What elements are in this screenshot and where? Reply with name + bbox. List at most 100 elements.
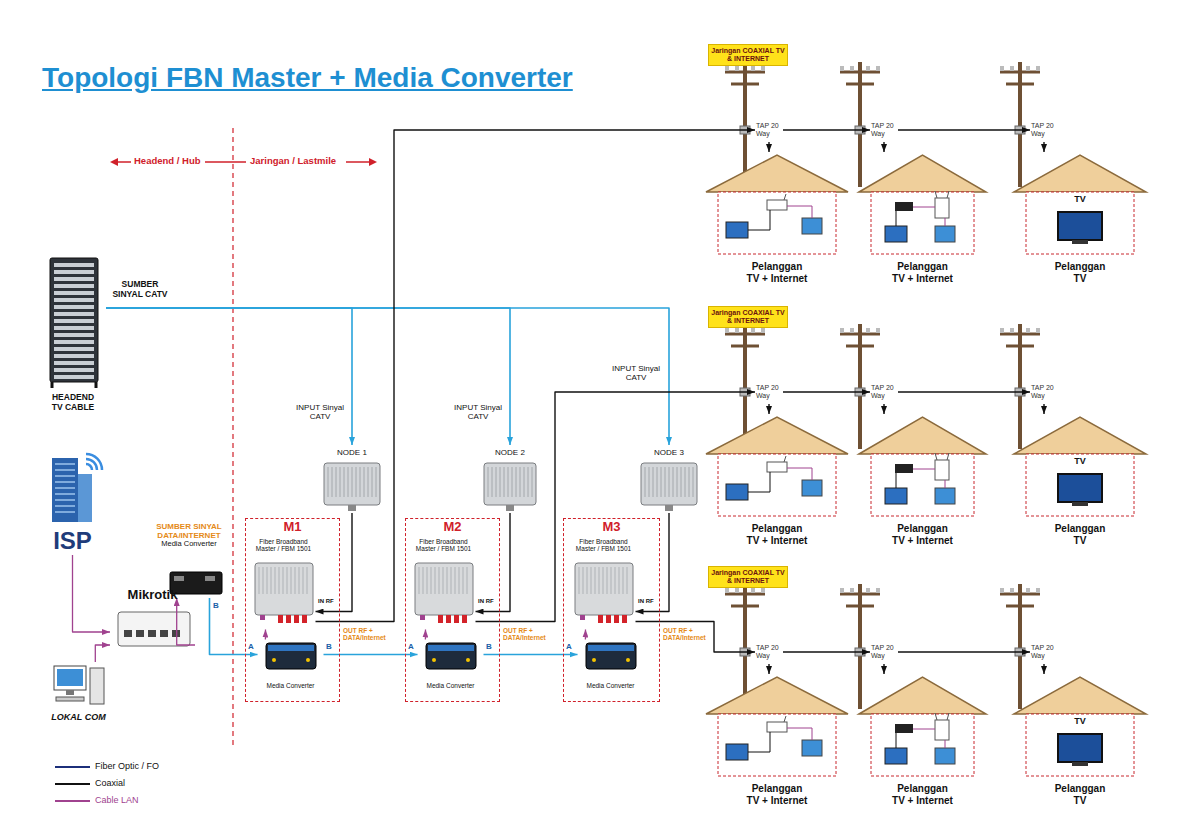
utility-pole <box>1026 328 1030 333</box>
fbm-device <box>462 615 467 623</box>
media-converter-device <box>586 643 636 669</box>
router-device <box>118 612 190 646</box>
house-drawing <box>945 740 946 748</box>
house-drawing <box>1072 762 1088 766</box>
utility-pole <box>731 83 759 86</box>
media-converter-device <box>272 658 276 662</box>
house-drawing <box>935 198 949 218</box>
utility-pole <box>846 345 874 348</box>
fbm-device <box>447 567 448 594</box>
media-converter-device <box>432 658 436 662</box>
node-text: NODE 1 <box>337 445 367 457</box>
node-device <box>484 463 536 511</box>
headend-rack <box>54 305 94 309</box>
isp-building <box>55 475 75 477</box>
node-device <box>340 467 341 497</box>
edge-label: OUT RF + DATA/Internet <box>503 627 549 642</box>
node-text: HEADEND TV CABLE <box>48 393 98 413</box>
isp-building <box>55 493 75 495</box>
customer-house: Pelanggan TV + Internet <box>865 674 980 806</box>
node-device <box>661 467 662 497</box>
media-converter-device <box>170 572 222 594</box>
isp-building: ISP <box>45 450 100 555</box>
customer-house: Pelanggan TV + Internet <box>865 414 980 546</box>
fbm-device <box>279 567 280 594</box>
utility-pole <box>1010 66 1014 71</box>
house-drawing <box>726 744 748 760</box>
edge-label: OUT RF + DATA/Internet <box>343 627 389 642</box>
headend-rack <box>54 326 94 330</box>
house-drawing <box>748 472 770 492</box>
house-drawing <box>947 453 949 460</box>
diagram-title: Topologi FBN Master + Media Converter <box>42 62 573 94</box>
house-drawing <box>859 155 986 192</box>
edge-label: IN RF <box>318 598 334 605</box>
node-device <box>641 463 697 505</box>
house-drawing <box>802 480 822 496</box>
node-device <box>372 467 373 497</box>
node-device <box>689 467 690 497</box>
boundary-line <box>110 158 118 166</box>
isp-building <box>78 474 92 522</box>
coaxial-cable <box>783 129 870 130</box>
isp-building <box>55 505 75 507</box>
utility-pole <box>1000 66 1004 71</box>
node-device <box>504 467 505 497</box>
fbm-device <box>591 567 592 594</box>
tap-splitter: TAP 20 Way <box>755 380 783 404</box>
node-text: Jaringan COAXIAL TV & INTERNET <box>709 569 787 585</box>
fbm-device <box>587 567 588 594</box>
node-device <box>364 467 365 497</box>
utility-pole <box>840 328 844 333</box>
fbm-device <box>603 567 604 594</box>
network-tag: Jaringan COAXIAL TV & INTERNET <box>708 44 788 66</box>
fbm-device <box>275 567 276 594</box>
coaxial-cable <box>883 142 884 152</box>
utility-pole <box>850 328 854 333</box>
coaxial-cable <box>636 622 756 653</box>
router-device <box>172 630 180 637</box>
node-device <box>496 467 497 497</box>
node-text: TAP 20 Way <box>756 384 783 400</box>
media-converter: Media Converter <box>578 640 644 690</box>
isp-building <box>86 464 92 470</box>
boundary-line <box>205 161 246 163</box>
utility-pole <box>840 333 880 336</box>
fbm-device <box>435 567 436 594</box>
utility-pole <box>751 66 755 71</box>
house-drawing <box>706 677 848 776</box>
node-text: TAP 20 Way <box>1031 122 1058 138</box>
headend-rack <box>50 258 98 388</box>
house-drawing <box>896 211 897 226</box>
node-text: Jaringan COAXIAL TV & INTERNET <box>709 309 787 325</box>
house-drawing <box>935 748 955 764</box>
fbm-device <box>580 615 585 620</box>
house-drawing <box>706 417 848 454</box>
node-device <box>368 467 369 497</box>
node-device <box>665 505 673 511</box>
house-drawing <box>885 748 907 764</box>
house-drawing <box>802 740 822 756</box>
utility-pole <box>840 593 880 596</box>
fbm-device <box>455 567 456 594</box>
fbm-device <box>467 567 468 594</box>
tap-splitter: TAP 20 Way <box>870 380 898 404</box>
node-device <box>653 467 654 497</box>
node-text: TAP 20 Way <box>871 122 898 138</box>
utility-pole <box>1026 588 1030 593</box>
customer-house: Pelanggan TV + Internet <box>712 414 842 546</box>
router-device <box>124 630 132 637</box>
house-drawing <box>718 454 836 516</box>
house-drawing <box>784 194 786 200</box>
local-computer <box>57 669 83 686</box>
isp-building <box>52 458 78 522</box>
legend-text: Cable LAN <box>95 795 139 805</box>
utility-pole <box>1000 593 1040 596</box>
fbm-device <box>423 567 424 594</box>
master-group: M3Fiber Broadband Master / FBM 1501Media… <box>563 518 660 702</box>
utility-pole <box>858 584 862 709</box>
node-text: TAP 20 Way <box>1031 384 1058 400</box>
local-computer <box>66 690 74 695</box>
node-text: ISP <box>53 527 92 555</box>
